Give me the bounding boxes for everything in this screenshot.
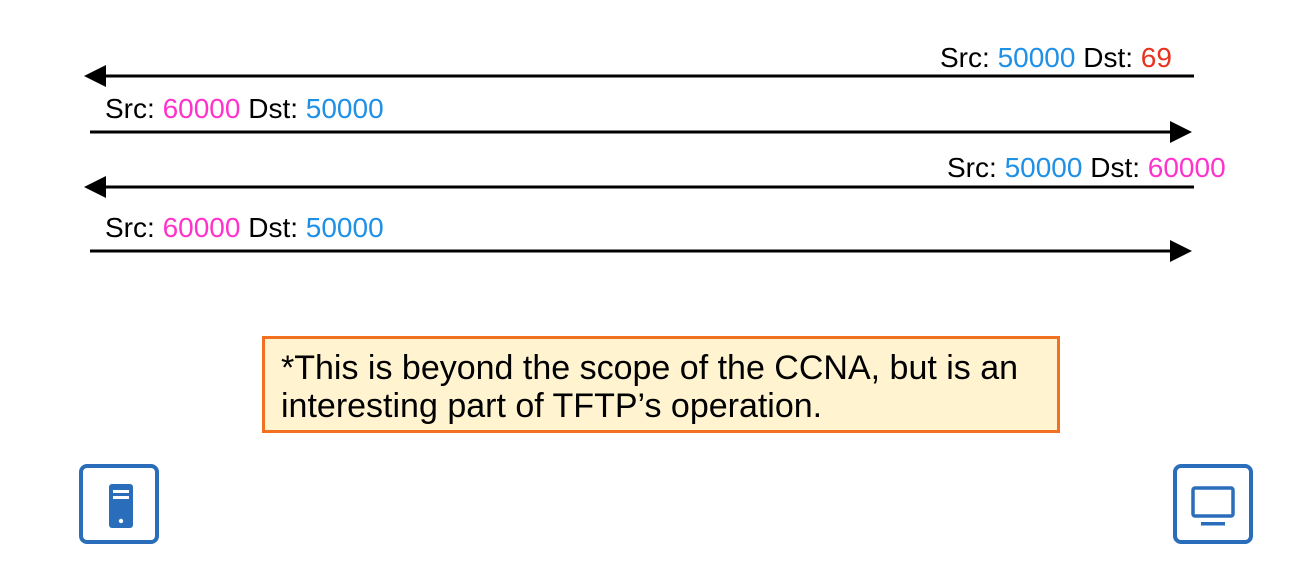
dst-port: 50000 (305, 93, 384, 124)
arrow-4-right (90, 240, 1192, 262)
src-tag: Src: (947, 152, 1005, 183)
src-port: 50000 (997, 42, 1076, 73)
dst-tag: Dst: (240, 212, 306, 243)
note-box: *This is beyond the scope of the CCNA, b… (262, 336, 1060, 433)
message-4-label: Src: 60000 Dst: 50000 (105, 214, 384, 242)
dst-tag: Dst: (1075, 42, 1141, 73)
message-3-label: Src: 50000 Dst: 60000 (947, 154, 1226, 182)
arrow-3-left (84, 176, 1194, 198)
src-port: 60000 (162, 93, 241, 124)
dst-tag: Dst: (1082, 152, 1148, 183)
dst-tag: Dst: (240, 93, 306, 124)
dst-port: 69 (1140, 42, 1172, 73)
src-port: 50000 (1004, 152, 1083, 183)
pc-device (1173, 464, 1253, 544)
server-icon (109, 484, 133, 528)
server-device (79, 464, 159, 544)
monitor-icon (1191, 486, 1235, 526)
src-tag: Src: (940, 42, 998, 73)
arrow-2-right (90, 121, 1192, 143)
dst-port: 60000 (1147, 152, 1226, 183)
dst-port: 50000 (305, 212, 384, 243)
message-1-label: Src: 50000 Dst: 69 (940, 44, 1172, 72)
src-port: 60000 (162, 212, 241, 243)
message-2-label: Src: 60000 Dst: 50000 (105, 95, 384, 123)
note-text: *This is beyond the scope of the CCNA, b… (281, 349, 1019, 425)
src-tag: Src: (105, 93, 163, 124)
src-tag: Src: (105, 212, 163, 243)
arrow-1-left (84, 65, 1194, 87)
